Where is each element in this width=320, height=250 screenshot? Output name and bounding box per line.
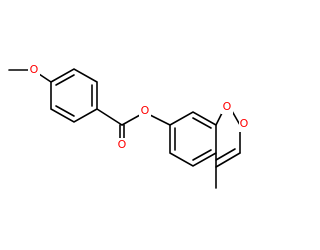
- oxygen-label-lactone: O: [240, 117, 249, 130]
- bond-carbonyl-o: [121, 114, 141, 126]
- oxygen-label-carbonyl: O: [118, 138, 127, 151]
- oxygen-label-methoxy: O: [30, 63, 39, 76]
- coumarin-inner-bond-2: [192, 149, 212, 161]
- bond-o-lactone-carbon: [231, 110, 241, 126]
- coumarin-inner-bond-3: [192, 117, 212, 129]
- benzene-ring-left: [50, 68, 98, 123]
- molecule-diagram: O O O O O: [8, 63, 250, 189]
- o-label-bg-methoxy: [28, 63, 40, 77]
- bond-c3-c4: [215, 152, 241, 168]
- bond-o-aryl: [38, 73, 52, 83]
- o-label-bg-ring: [221, 100, 233, 114]
- oxygen-label-ester: O: [141, 104, 150, 117]
- bond-c3-c4-double: [215, 148, 236, 161]
- bond-aryl-carbonyl: [96, 108, 123, 126]
- ring-left-inner-bond-3: [55, 105, 75, 117]
- o-label-bg-ester: [139, 104, 151, 118]
- o-label-bg-lactone: [239, 118, 250, 132]
- oxygen-label-ring: O: [223, 100, 232, 113]
- molecule-canvas: O O O O O: [8, 63, 250, 189]
- coumarin-benzene-ring: [169, 111, 217, 167]
- bond-o-aryl-right: [149, 114, 171, 126]
- o-label-bg-carbonyl: [116, 138, 128, 152]
- ring-left-inner-bond-1: [55, 74, 75, 86]
